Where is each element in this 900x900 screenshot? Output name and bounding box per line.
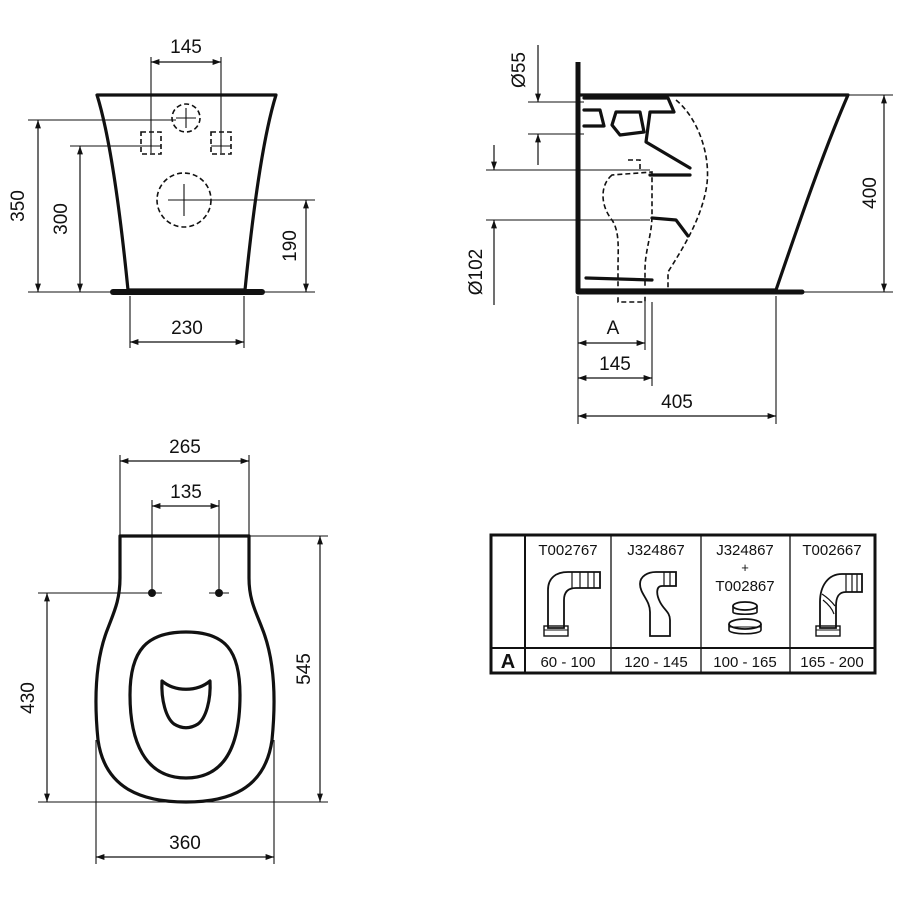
dim-side-depth: 405 xyxy=(661,392,693,413)
seat-outline xyxy=(128,630,242,780)
dim-side-a: A xyxy=(607,318,620,339)
table-code-4: T002667 xyxy=(802,542,861,559)
table-row-label: A xyxy=(501,651,515,673)
connector-table: A T002767 60 - 100 J324867 120 - 145 J32… xyxy=(489,533,877,675)
table-range-3: 100 - 165 xyxy=(713,654,776,671)
dim-side-outlet-diameter: Ø102 xyxy=(466,249,487,295)
inlet-circle xyxy=(171,103,201,133)
dim-side-inlet-diameter: Ø55 xyxy=(509,52,530,88)
table-range-1: 60 - 100 xyxy=(540,654,595,671)
bowl-opening xyxy=(160,679,212,730)
dim-side-outlet-offset: 145 xyxy=(599,354,631,375)
dim-front-total-height: 350 xyxy=(8,190,29,222)
offset-pan-connector-icon xyxy=(639,571,677,637)
dim-top-back-width: 265 xyxy=(169,437,201,458)
dim-top-fixing-spacing: 135 xyxy=(170,482,202,503)
table-range-2: 120 - 145 xyxy=(624,654,687,671)
elbow-pan-connector-icon xyxy=(543,571,601,637)
dim-side-height: 400 xyxy=(860,177,881,209)
table-range-4: 165 - 200 xyxy=(800,654,863,671)
table-code-1: T002767 xyxy=(538,542,597,559)
table-code-3: J324867 xyxy=(716,542,774,559)
flexible-elbow-connector-icon xyxy=(815,573,863,637)
dim-top-bowl-width: 360 xyxy=(169,833,201,854)
side-view: Ø55 Ø102 400 A 145 405 xyxy=(466,45,893,424)
seal-ring-connector-icon xyxy=(728,601,762,635)
top-view-outline xyxy=(94,534,276,804)
side-view-body-outline xyxy=(576,93,850,292)
trap-outline-dashed xyxy=(667,99,709,292)
table-code-2: J324867 xyxy=(627,542,685,559)
dim-front-fixing-height: 300 xyxy=(51,203,72,235)
dim-front-top-spacing: 145 xyxy=(170,37,202,58)
table-plus-3: + xyxy=(741,560,749,575)
front-view: 145 350 300 190 230 xyxy=(8,37,315,348)
dim-top-total-depth: 545 xyxy=(294,653,315,685)
dim-front-base-width: 230 xyxy=(171,318,203,339)
dim-front-outlet-height: 190 xyxy=(280,230,301,262)
top-view: 265 135 430 545 360 xyxy=(18,437,328,864)
table-extra-code-3: T002867 xyxy=(715,578,774,595)
dim-top-fixing-to-front: 430 xyxy=(18,682,39,714)
